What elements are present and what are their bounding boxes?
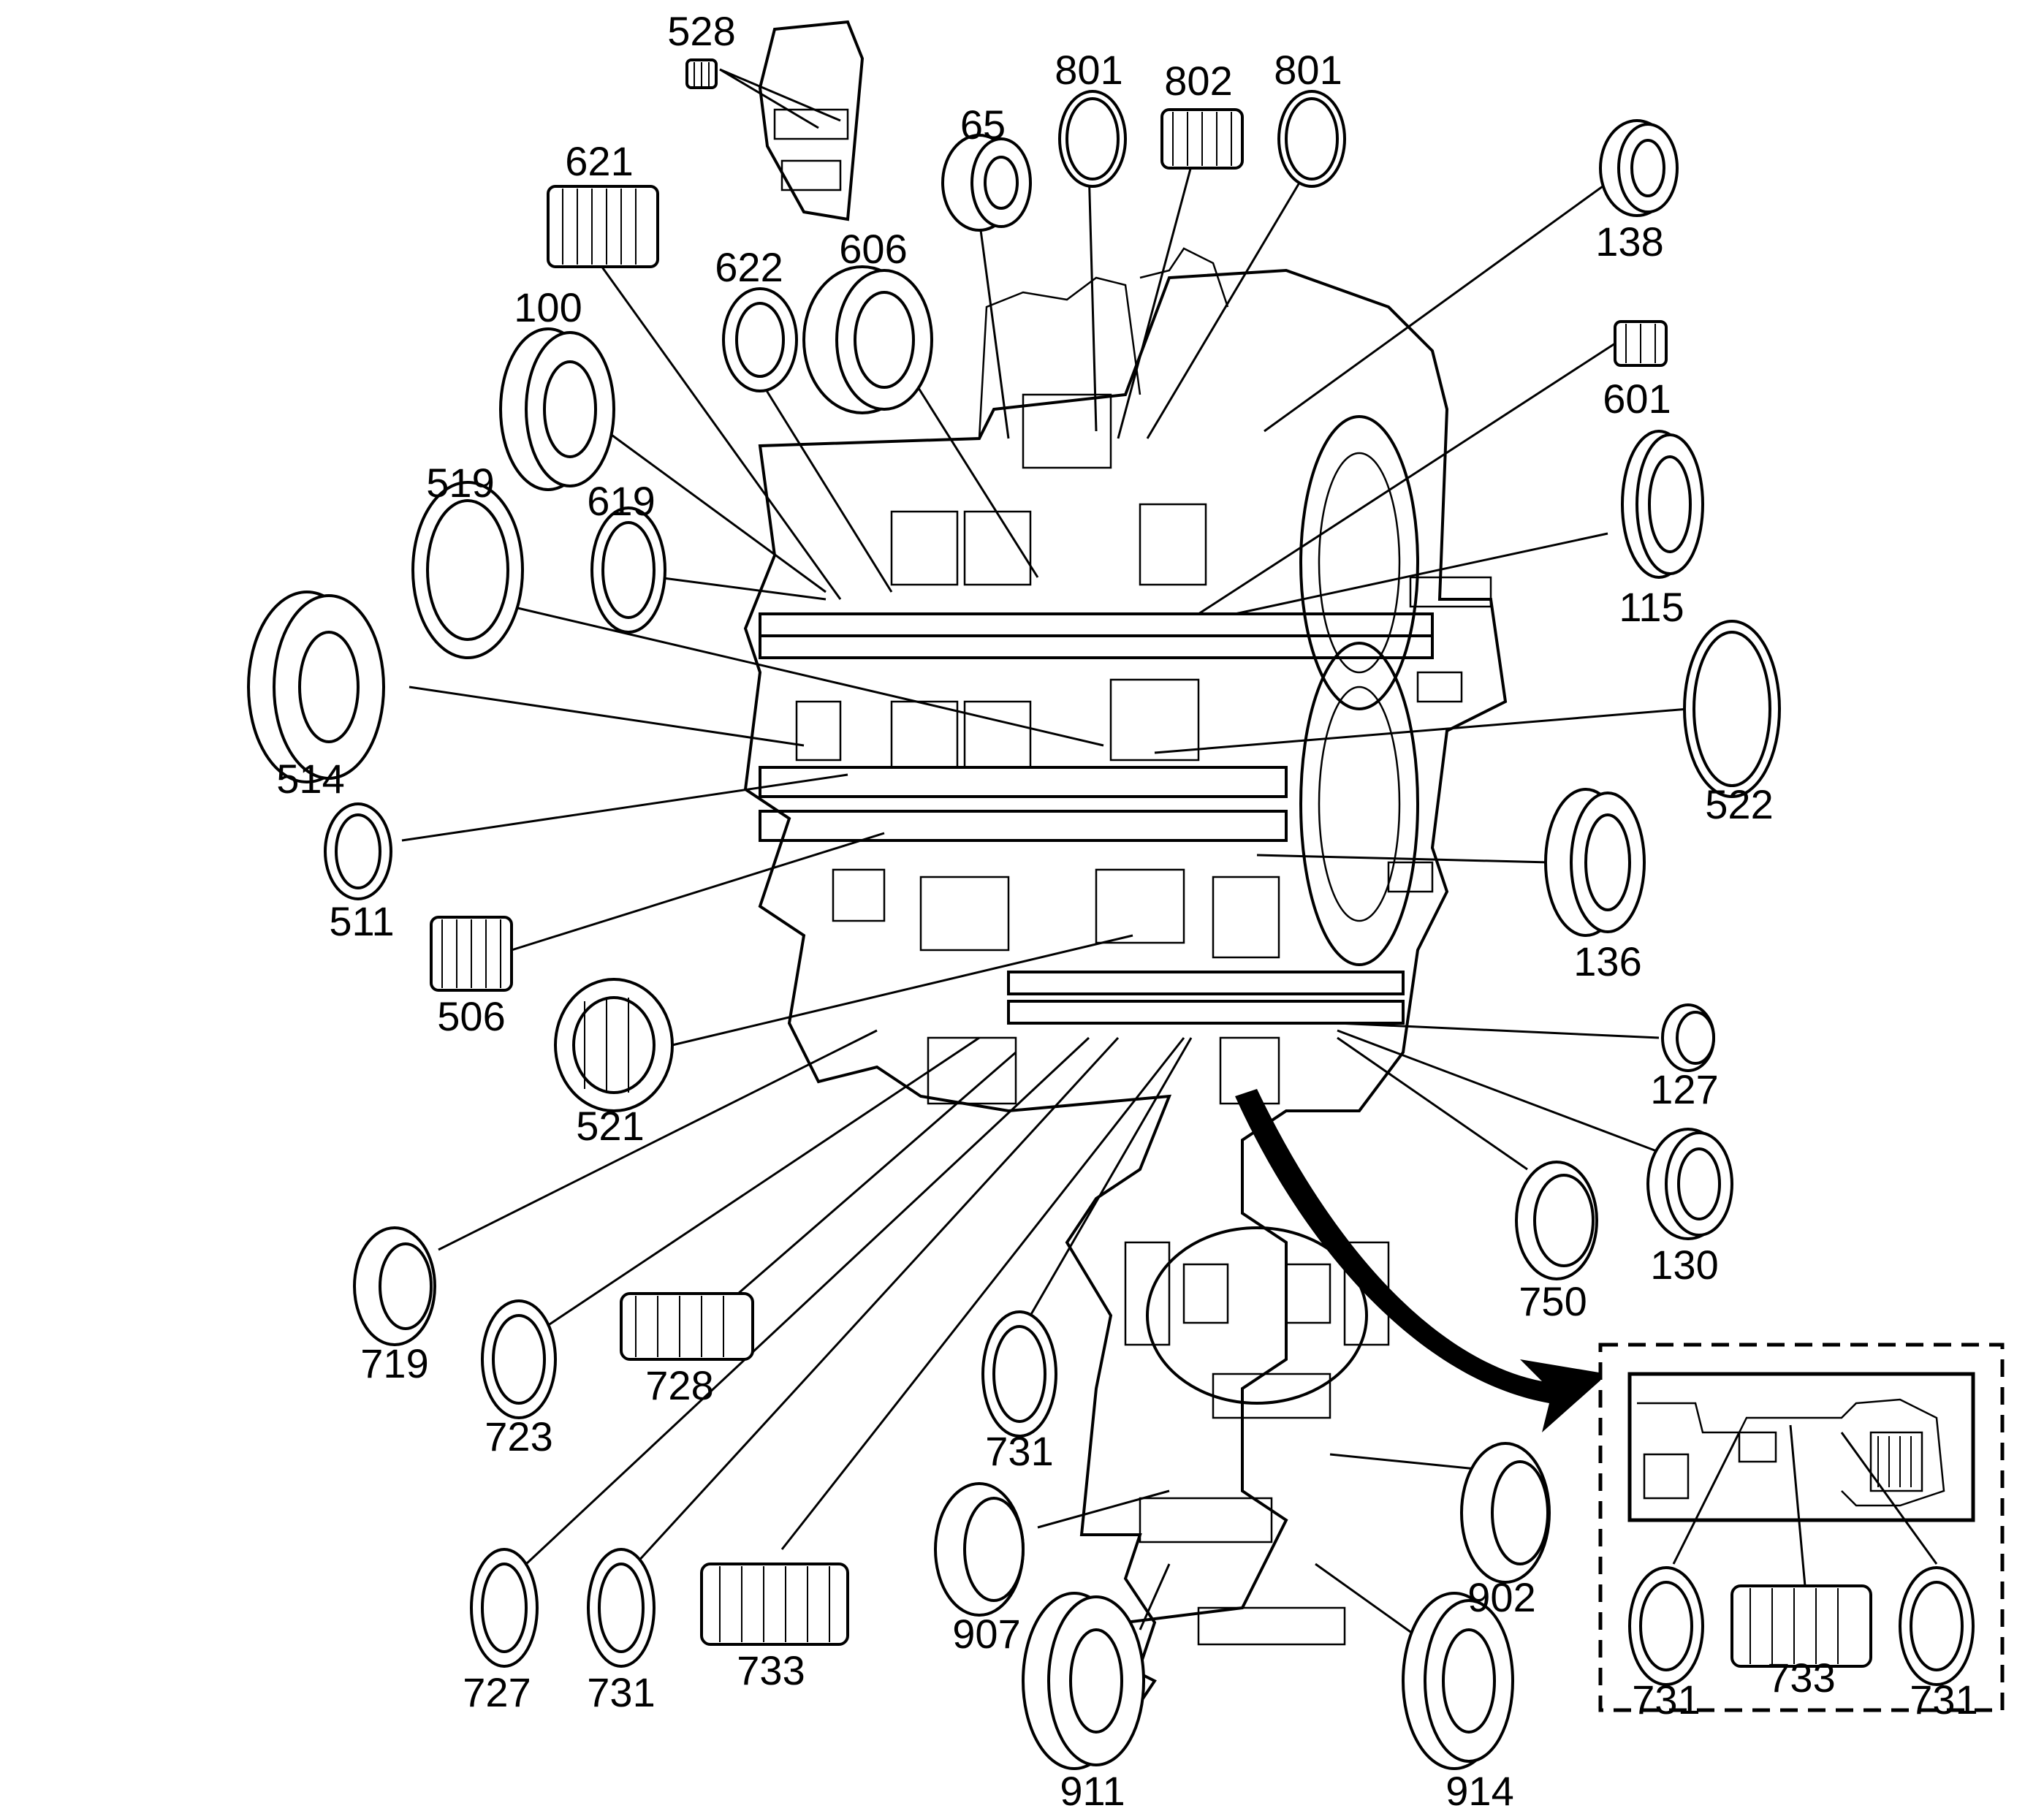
part-138-icon bbox=[1599, 119, 1679, 217]
inset-callout-731-right: 731 bbox=[1910, 1677, 1977, 1723]
callout-902: 902 bbox=[1467, 1574, 1535, 1620]
part-731b-icon bbox=[587, 1548, 656, 1668]
callout-528: 528 bbox=[667, 8, 735, 54]
part-506-icon bbox=[430, 916, 513, 992]
part-522-icon bbox=[1683, 620, 1781, 798]
callout-731a: 731 bbox=[985, 1428, 1053, 1474]
leader-lines bbox=[401, 68, 1689, 1639]
callout-728: 728 bbox=[645, 1362, 713, 1408]
inset-callout-731-left: 731 bbox=[1632, 1677, 1700, 1723]
callout-601: 601 bbox=[1603, 376, 1671, 422]
part-731a-icon bbox=[981, 1310, 1057, 1438]
callout-727: 727 bbox=[463, 1669, 531, 1715]
part-621-icon bbox=[547, 185, 659, 268]
callout-621: 621 bbox=[565, 138, 633, 184]
part-511-icon bbox=[324, 802, 392, 900]
part-100-icon bbox=[499, 327, 615, 491]
callout-622: 622 bbox=[715, 244, 783, 290]
part-519-icon bbox=[411, 481, 524, 659]
callout-731b: 731 bbox=[587, 1669, 655, 1715]
part-727-icon bbox=[470, 1548, 539, 1668]
callout-506: 506 bbox=[437, 993, 505, 1039]
part-723-icon bbox=[481, 1299, 557, 1419]
callout-606: 606 bbox=[839, 226, 907, 272]
callout-labels: 528 621 622 606 65 801 802 801 138 601 1… bbox=[276, 8, 1773, 1811]
inset-callout-733: 733 bbox=[1767, 1655, 1835, 1701]
inset-part-731-right-icon bbox=[1899, 1566, 1975, 1686]
callout-100: 100 bbox=[514, 284, 582, 330]
callout-750: 750 bbox=[1519, 1278, 1587, 1324]
part-907-icon bbox=[934, 1482, 1025, 1617]
callout-723: 723 bbox=[485, 1413, 552, 1459]
callout-802: 802 bbox=[1164, 58, 1232, 104]
callout-619: 619 bbox=[587, 478, 655, 524]
inset-arrow bbox=[1235, 1089, 1608, 1432]
part-911-icon bbox=[1022, 1592, 1145, 1770]
callout-514: 514 bbox=[276, 756, 344, 802]
part-902-icon bbox=[1460, 1442, 1551, 1584]
callout-911: 911 bbox=[1060, 1768, 1125, 1811]
callout-65: 65 bbox=[960, 102, 1006, 148]
part-914-icon bbox=[1402, 1592, 1514, 1770]
callout-519: 519 bbox=[426, 460, 494, 506]
callout-801b: 801 bbox=[1274, 47, 1342, 93]
inset-part-733-icon bbox=[1730, 1584, 1872, 1668]
part-115-icon bbox=[1621, 430, 1704, 579]
callout-733: 733 bbox=[737, 1647, 805, 1693]
callout-914: 914 bbox=[1445, 1768, 1513, 1811]
part-802-icon bbox=[1160, 108, 1244, 170]
callout-907: 907 bbox=[952, 1611, 1020, 1657]
callout-719: 719 bbox=[360, 1340, 428, 1386]
inset-part-731-left-icon bbox=[1628, 1566, 1704, 1686]
part-801a-icon bbox=[1058, 90, 1127, 188]
part-521-icon bbox=[554, 978, 674, 1112]
part-130-icon bbox=[1646, 1128, 1733, 1240]
part-528-icon bbox=[685, 58, 718, 89]
callout-127: 127 bbox=[1650, 1066, 1718, 1112]
part-801b-icon bbox=[1277, 90, 1346, 188]
callout-138: 138 bbox=[1595, 219, 1663, 265]
inset-detail: 731 733 731 bbox=[1598, 1343, 2005, 1723]
callout-130: 130 bbox=[1650, 1242, 1718, 1288]
part-514-icon bbox=[247, 591, 385, 783]
callout-522: 522 bbox=[1705, 781, 1773, 827]
part-750-icon bbox=[1515, 1161, 1598, 1280]
part-619-icon bbox=[590, 506, 666, 634]
callout-521: 521 bbox=[576, 1103, 644, 1149]
part-127-icon bbox=[1661, 1003, 1715, 1072]
callout-801a: 801 bbox=[1055, 47, 1122, 93]
callout-511: 511 bbox=[329, 898, 394, 944]
part-728-icon bbox=[620, 1292, 754, 1361]
part-601-icon bbox=[1614, 320, 1668, 367]
part-733-icon bbox=[700, 1563, 849, 1646]
part-719-icon bbox=[353, 1226, 436, 1346]
part-136-icon bbox=[1544, 788, 1646, 937]
transmission-case bbox=[743, 20, 1508, 1712]
part-606-icon bbox=[802, 265, 933, 414]
parts bbox=[247, 58, 1781, 1770]
part-622-icon bbox=[722, 287, 798, 392]
callout-136: 136 bbox=[1573, 938, 1641, 984]
callout-115: 115 bbox=[1619, 584, 1684, 630]
part-65-icon bbox=[941, 134, 1032, 232]
